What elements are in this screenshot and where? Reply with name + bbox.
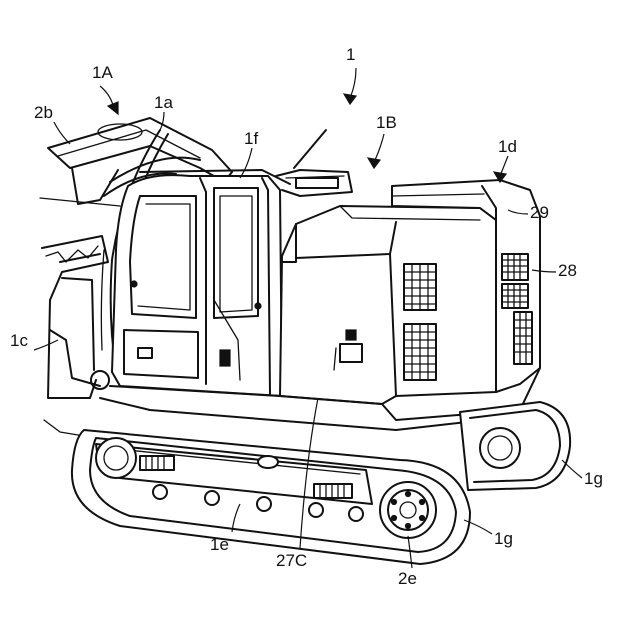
arrow-1B (368, 134, 384, 168)
dozer-blade (42, 236, 109, 436)
label-1g-rear: 1g (584, 469, 603, 488)
label-1B: 1B (376, 113, 397, 132)
crawler-rear (460, 402, 570, 490)
rear-grille-side (514, 312, 532, 364)
arrow-1d (494, 156, 508, 182)
label-2b: 2b (34, 103, 53, 122)
label-1e: 1e (210, 535, 229, 554)
label-28: 28 (558, 261, 577, 280)
engine-cover (280, 206, 496, 404)
side-vent-upper (404, 264, 436, 310)
label-27C: 27C (276, 551, 307, 570)
label-29: 29 (530, 203, 549, 222)
label-1g-front: 1g (494, 529, 513, 548)
arrow-1 (344, 68, 356, 104)
rear-grille-upper (502, 254, 528, 280)
arrow-1A (100, 86, 118, 114)
label-1c: 1c (10, 331, 28, 350)
label-1: 1 (346, 45, 355, 64)
sprocket (380, 482, 436, 538)
side-vent-lower (404, 324, 436, 380)
rear-grille-lower (502, 284, 528, 308)
cab (112, 170, 290, 396)
label-1f: 1f (244, 129, 258, 148)
label-1d: 1d (498, 137, 517, 156)
label-2e: 2e (398, 569, 417, 588)
label-1a: 1a (154, 93, 173, 112)
label-1A: 1A (92, 63, 113, 82)
top-handrail (276, 130, 352, 196)
crawler-front (72, 430, 470, 564)
